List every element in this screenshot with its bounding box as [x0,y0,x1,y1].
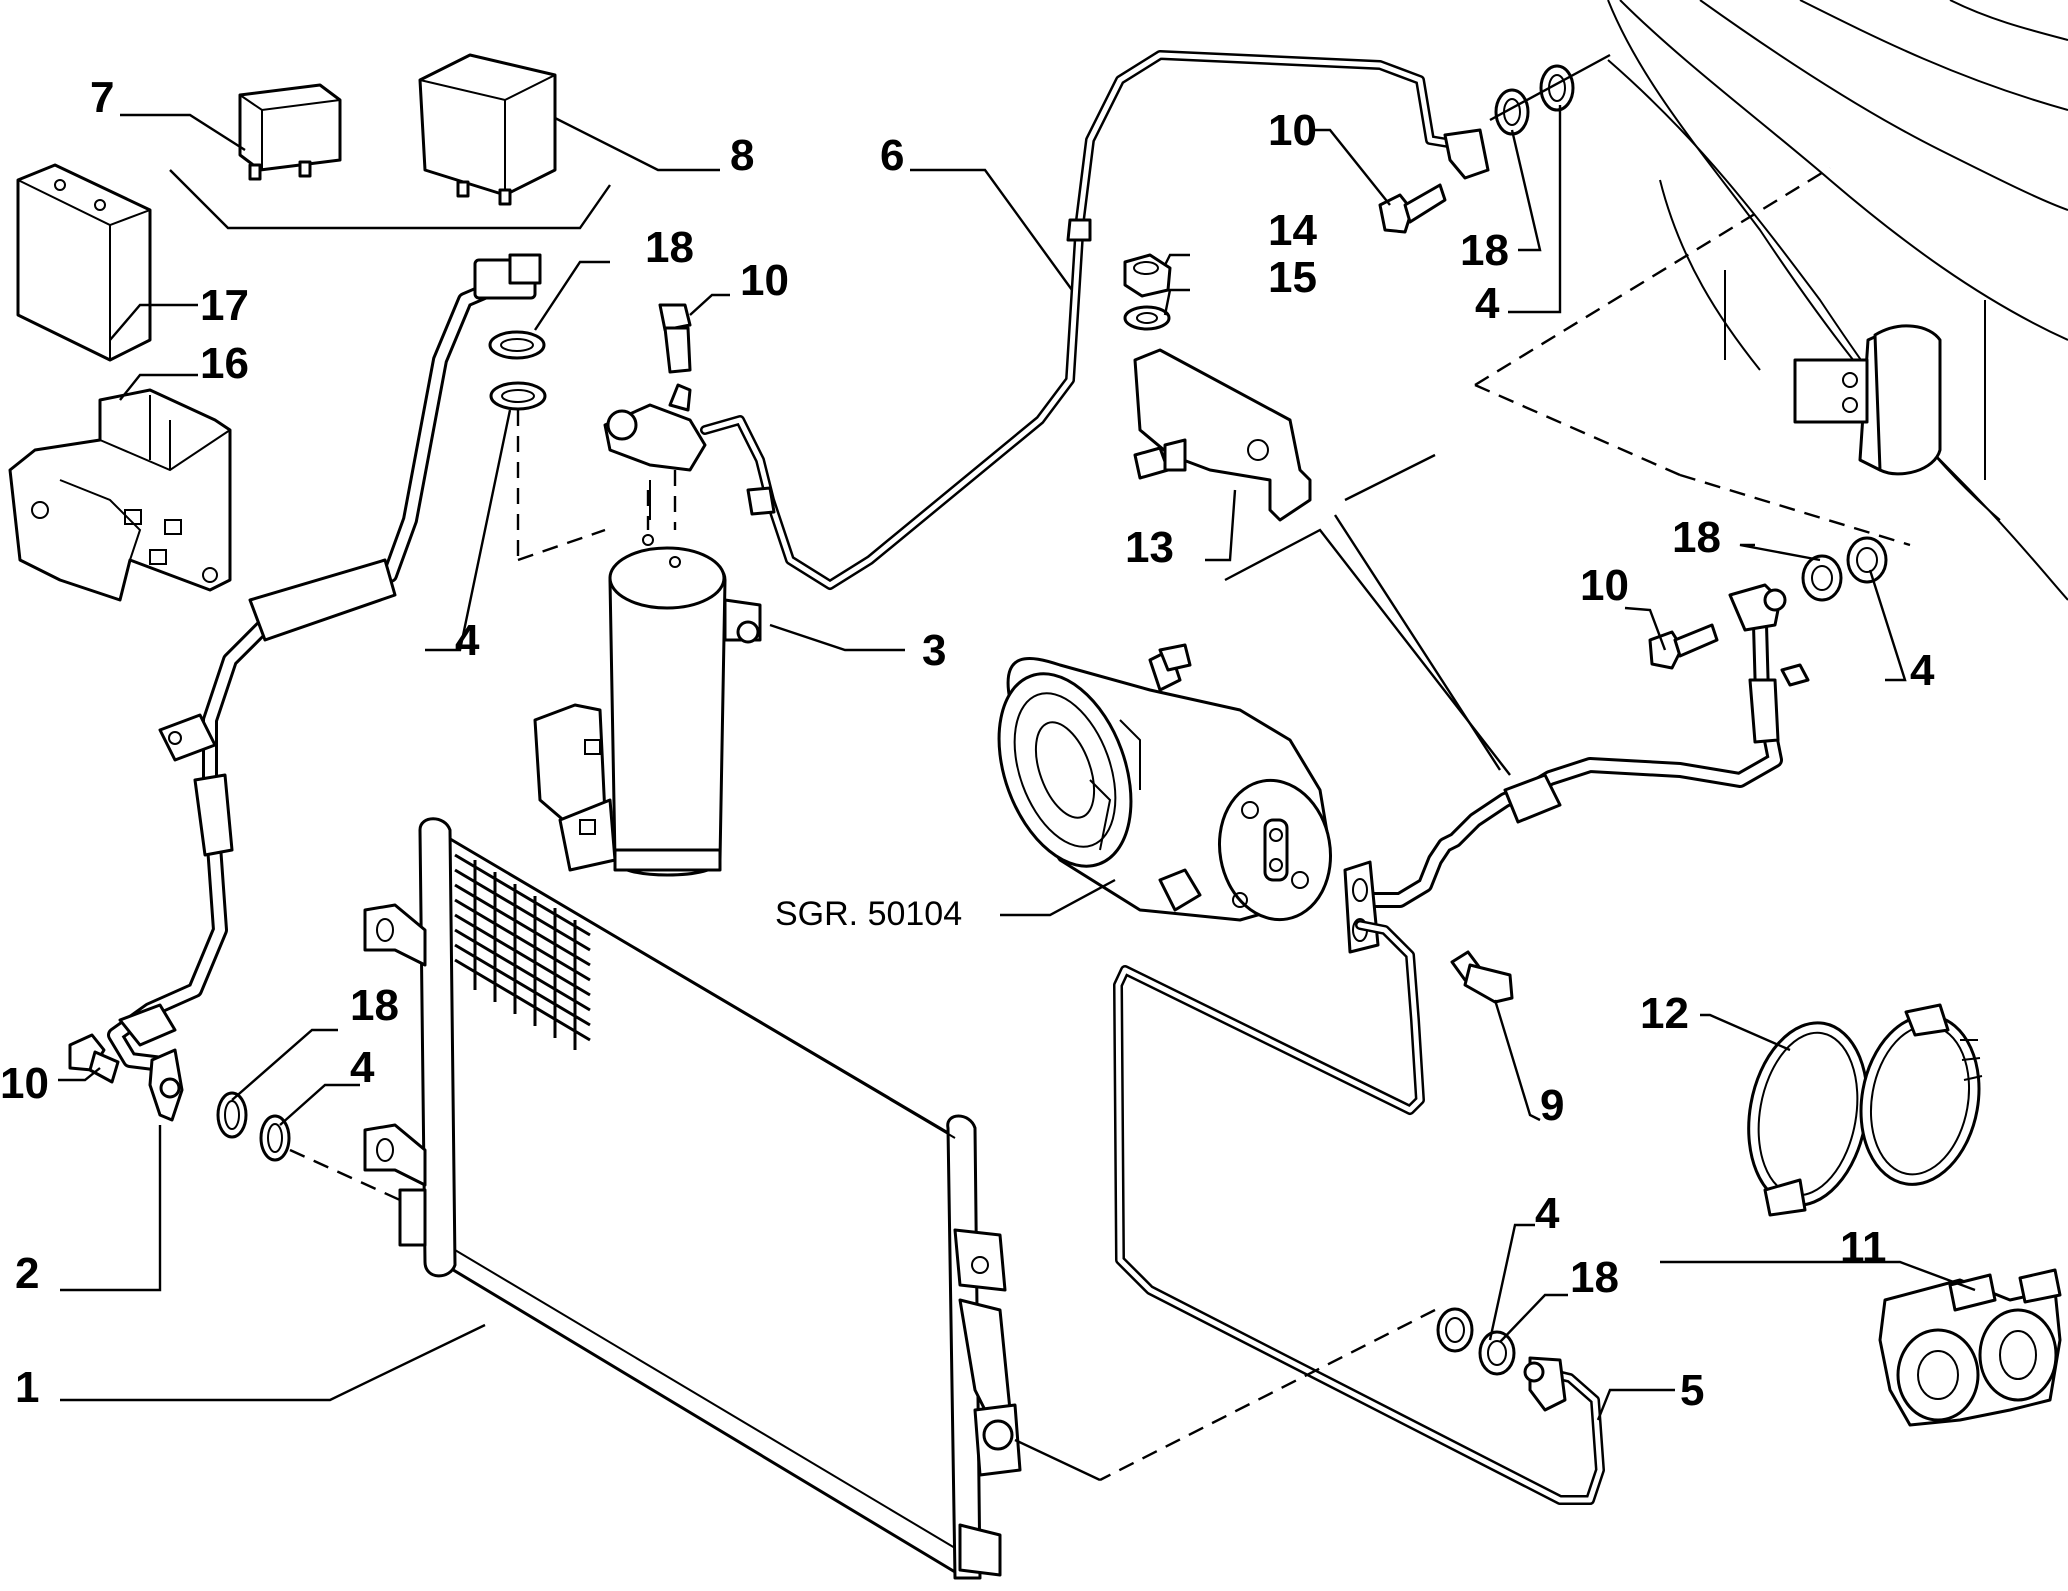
seal-ring-bottom [1478,1330,1516,1376]
label-clip: 11 [1840,1223,1887,1272]
control-unit [16,163,152,362]
compressor-bolt [1450,950,1514,1004]
label-condenser-hose-bracket: 2 [15,1249,39,1298]
label-o-ring-left: 4 [350,1043,375,1092]
seal-ring-drier [488,330,546,360]
label-bolt-right: 10 [1580,561,1629,610]
label-bolt-left: 10 [0,1059,49,1108]
o-ring-bottom [1436,1307,1474,1353]
relay-small [238,83,342,181]
label-seal-left: 18 [350,981,399,1030]
relay-holder [8,388,232,602]
label-relay-small: 7 [90,73,114,122]
label-control-unit: 17 [200,281,249,330]
condenser [363,817,1022,1580]
label-bolt-drier: 10 [740,256,789,305]
condenser-to-compressor-line [1113,920,1605,1505]
relay-large [418,53,557,206]
o-ring-top [1539,64,1575,112]
seal-ring-right [1801,554,1843,602]
label-o-ring-drier: 4 [455,616,480,665]
bolt-drier [658,303,692,374]
label-o-ring-top: 4 [1475,279,1500,328]
support-bracket [1133,348,1312,522]
nut [1123,253,1172,298]
pressure-switch [603,383,707,520]
o-ring-left [259,1114,291,1162]
label-washer: 15 [1268,253,1317,302]
label-nut: 14 [1268,206,1317,255]
label-o-ring-bottom: 4 [1535,1189,1560,1238]
label-relay-holder: 16 [200,339,249,388]
vehicle-body-outline [1607,0,2068,601]
label-relay-large: 8 [730,131,754,180]
seal-ring-left [216,1091,248,1139]
condenser-hose-bracket [148,1048,184,1122]
label-seal-top: 18 [1460,226,1509,275]
o-ring-right [1846,536,1888,584]
label-clamp: 12 [1640,989,1689,1038]
washer [1123,305,1171,331]
label-receiver-drier: 3 [922,626,946,675]
condenser-inlet-hose [107,253,542,1073]
bolt-top [1378,183,1447,234]
label-support-bracket: 13 [1125,523,1174,572]
label-condenser-to-compressor-line: 5 [1680,1366,1704,1415]
label-reference: SGR. 50104 [775,895,962,933]
label-seal-bottom: 18 [1570,1253,1619,1302]
seal-ring-top [1494,88,1530,136]
clamp [1747,1003,1983,1217]
high-pressure-line [700,50,1490,590]
compressor [997,643,1333,922]
o-ring-drier [489,381,547,411]
label-seal-right: 18 [1672,513,1721,562]
label-bolt-top: 10 [1268,106,1317,155]
compressor-manifold-plate [1343,860,1380,954]
bolt-right [1648,623,1719,670]
label-o-ring-right: 4 [1910,646,1935,695]
label-condenser: 1 [15,1363,39,1412]
label-seal-drier: 18 [645,223,694,272]
receiver-drier [533,534,762,877]
label-high-pressure-line: 6 [880,131,904,180]
bolt-left [68,1033,120,1084]
label-compressor-bolt: 9 [1540,1081,1564,1130]
suction-line [1357,583,1810,908]
clip [1878,1268,2062,1427]
callout-labels: 7 8 6 17 16 18 10 4 3 10 14 15 18 4 13 1… [0,73,1935,1415]
leader-lines [58,105,1976,1421]
